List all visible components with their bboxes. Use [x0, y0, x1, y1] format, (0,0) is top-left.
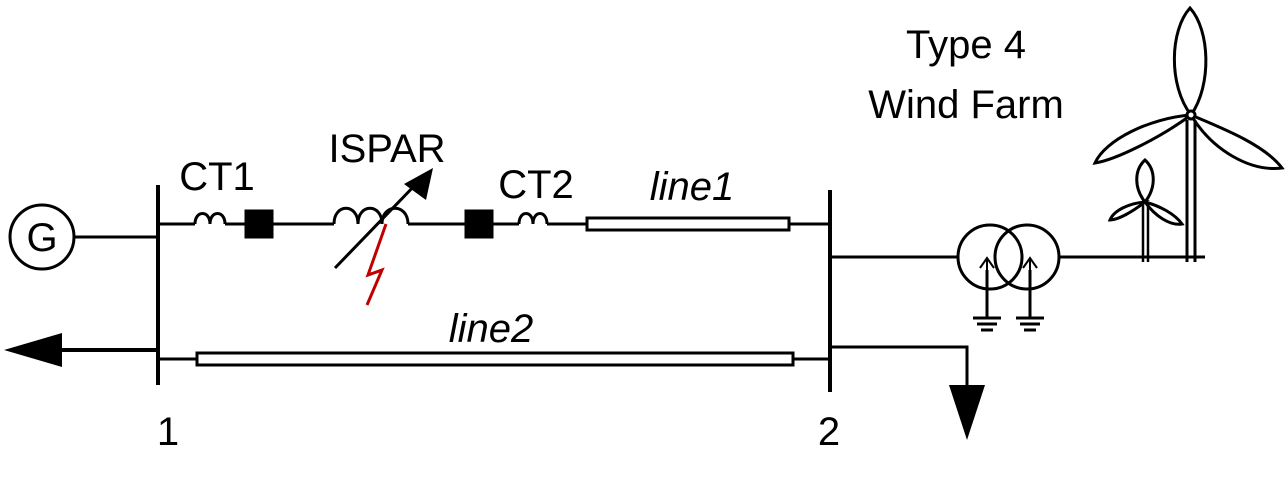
wind-turbine-large: [1092, 5, 1285, 262]
line1-symbol: [585, 216, 791, 232]
ispar-coil: [332, 206, 410, 225]
transformer: [956, 223, 1205, 332]
generator: [8, 203, 158, 271]
line2-symbol: [195, 351, 795, 367]
generator-label: G: [26, 216, 57, 260]
fault-symbol: [365, 223, 388, 306]
transformer-winding-1: [956, 223, 1024, 291]
wind-farm-label: Wind Farm: [868, 83, 1064, 127]
branch-lower: [158, 351, 830, 367]
breaker-2: [464, 209, 494, 239]
load-2-arrow: [949, 385, 985, 440]
ct2-symbol: [517, 212, 549, 225]
ispar-label: ISPAR: [328, 127, 445, 171]
transformer-winding-2: [993, 223, 1061, 291]
wind-turbine-small: [1107, 157, 1185, 262]
bus-2-label: 2: [818, 410, 840, 454]
line2-label: line2: [449, 307, 534, 351]
ct1-symbol: [193, 212, 227, 225]
ct1-label: CT1: [179, 155, 255, 199]
ispar-arrow: [333, 180, 420, 270]
breaker-1: [244, 209, 274, 239]
ct2-label: CT2: [498, 163, 574, 207]
wind-farm-type-label: Type 4: [906, 23, 1026, 67]
load-2-line: [830, 345, 969, 390]
load-1-arrow: [4, 333, 62, 367]
line1-label: line1: [650, 165, 735, 209]
bus-1-label: 1: [157, 410, 179, 454]
branch-upper: [158, 206, 830, 239]
ispar-arrowhead: [404, 168, 433, 200]
